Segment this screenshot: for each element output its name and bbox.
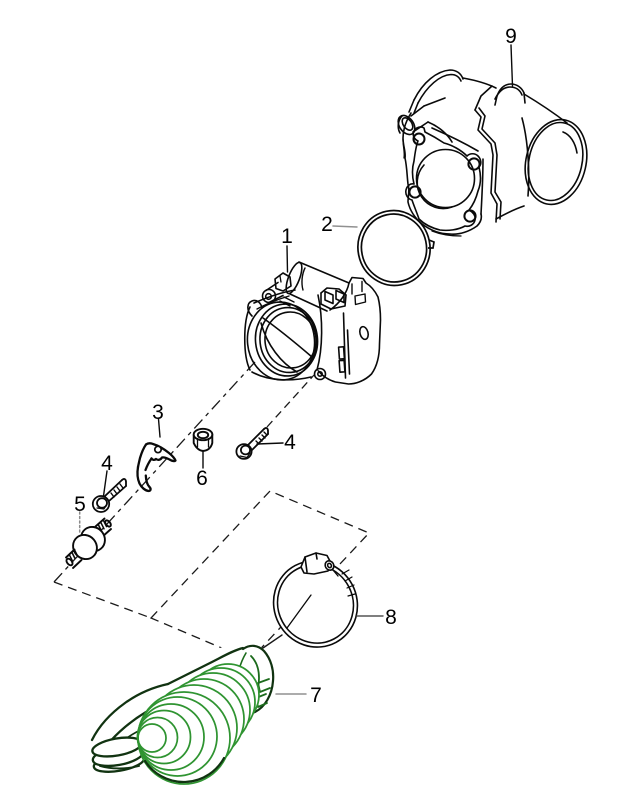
svg-text:4: 4 [101,452,113,475]
svg-text:3: 3 [152,401,164,424]
svg-text:2: 2 [321,213,333,236]
svg-text:5: 5 [74,493,86,516]
svg-text:6: 6 [196,467,208,490]
svg-text:4: 4 [284,431,296,454]
svg-text:1: 1 [281,225,293,248]
svg-text:7: 7 [310,684,322,707]
svg-text:9: 9 [505,25,517,48]
svg-text:8: 8 [385,606,397,629]
